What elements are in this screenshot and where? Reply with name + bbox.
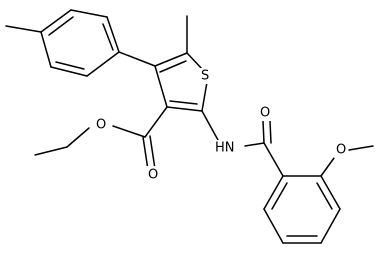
bond — [50, 66, 88, 77]
bond — [40, 31, 52, 68]
bond — [48, 16, 74, 36]
bond — [144, 106, 168, 138]
thiophene-ring — [154, 52, 208, 112]
bond — [40, 9, 72, 33]
bond — [244, 142, 265, 147]
bond — [271, 182, 288, 210]
bond — [159, 60, 187, 73]
sulfur-atom-label: S — [201, 69, 209, 84]
methoxy-bond — [320, 157, 335, 177]
bond — [263, 142, 284, 177]
ethyl-ester — [34, 106, 168, 171]
bond — [70, 9, 108, 18]
ring-link-bond — [118, 51, 156, 67]
bond — [154, 65, 168, 108]
amide-nh-label: HN — [215, 141, 235, 156]
bond — [154, 52, 188, 67]
bond — [142, 136, 149, 171]
bond — [186, 52, 204, 71]
bond — [320, 208, 341, 244]
amide-oxygen-label: O — [260, 106, 270, 121]
bond — [263, 208, 284, 244]
bond — [262, 120, 265, 144]
bond — [269, 120, 272, 144]
methyl-bond — [5, 25, 42, 33]
amide-group — [201, 110, 284, 177]
methoxy-bond — [348, 145, 374, 151]
ester-carbonyl-oxygen-label: O — [148, 168, 158, 183]
bond — [201, 81, 208, 112]
bond — [149, 135, 156, 170]
bond — [106, 16, 120, 53]
bond — [320, 175, 341, 210]
bond — [169, 100, 198, 105]
bond — [55, 61, 85, 70]
bond — [112, 125, 146, 138]
bond — [34, 146, 68, 156]
tolyl-ring — [40, 9, 120, 77]
methoxy-oxygen-label: O — [336, 143, 346, 158]
methoxyphenyl-ring — [263, 175, 341, 244]
bond — [102, 23, 114, 51]
bond — [263, 175, 284, 210]
bond — [201, 110, 219, 141]
bond — [316, 182, 333, 210]
bond — [86, 51, 120, 77]
bond — [166, 106, 203, 112]
bond — [66, 127, 90, 148]
ester-ether-oxygen-label: O — [96, 118, 106, 133]
